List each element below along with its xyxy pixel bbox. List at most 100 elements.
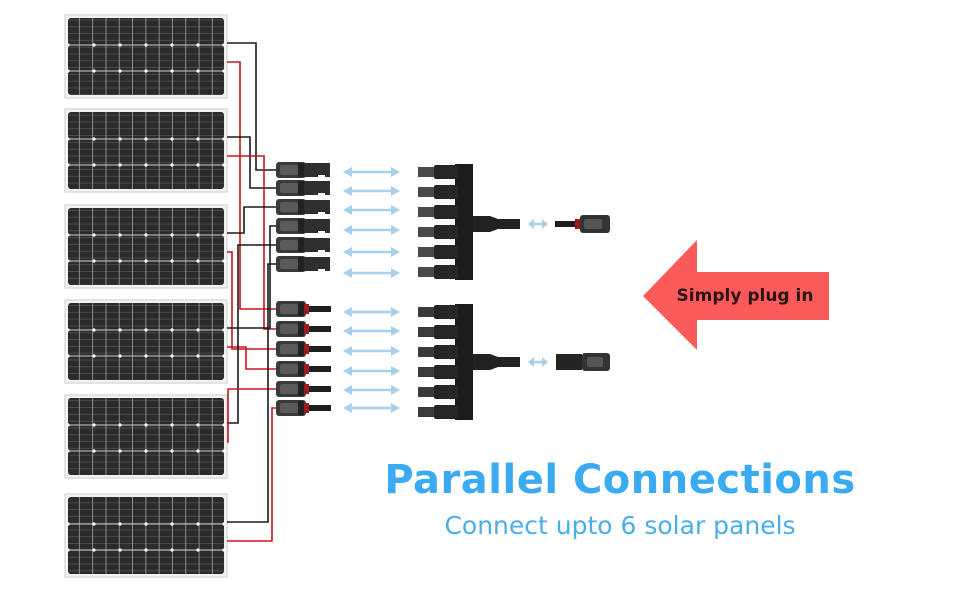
combiner-inlet-tip — [418, 387, 434, 397]
panel-dot — [92, 328, 96, 332]
simply-plug-in-arrow — [643, 240, 829, 350]
connector-grip — [280, 304, 298, 314]
combiner-inlet-body — [434, 265, 458, 279]
panel-dot — [222, 423, 226, 427]
combiner-outlet — [473, 354, 520, 370]
plug-red-ring — [575, 219, 581, 229]
panel-cells — [68, 208, 224, 285]
double-arrow-icon — [343, 186, 400, 196]
connector-socket — [304, 181, 330, 195]
connector-pin — [309, 326, 331, 332]
panel-cells — [68, 18, 224, 95]
combiner-inlet-tip — [418, 347, 434, 357]
connector-collar — [298, 163, 304, 177]
arrow-head-left — [343, 225, 352, 235]
panel-dot — [144, 522, 148, 526]
panel-dot — [144, 259, 148, 263]
panel-dot — [66, 233, 70, 237]
panel-dot — [196, 259, 200, 263]
panel-dot — [196, 328, 200, 332]
connector-collar — [298, 219, 304, 233]
double-arrow-icon — [343, 205, 400, 215]
connector-latch — [318, 250, 325, 254]
panel-dot — [222, 137, 226, 141]
connector-red-ring — [304, 403, 309, 413]
arrow-head-left — [343, 268, 352, 278]
negative-wire — [227, 225, 280, 329]
negative-output-plug — [555, 215, 610, 233]
page-title: Parallel Connections — [384, 457, 856, 503]
combiner-inlet-tip — [418, 207, 434, 217]
solar-panel — [64, 394, 228, 479]
positive-mc4-connector — [276, 301, 331, 317]
panel-dot — [222, 43, 226, 47]
combiner-inlet-body — [434, 365, 458, 379]
combiner-inlet-body — [434, 245, 458, 259]
combiner-inlet-body — [434, 225, 458, 239]
panel-dot — [144, 233, 148, 237]
panel-dot — [196, 522, 200, 526]
connector-red-ring — [304, 324, 309, 334]
connector-grip — [280, 165, 298, 175]
panel-dot — [170, 354, 174, 358]
double-arrow-icon — [343, 247, 400, 257]
connector-collar — [298, 302, 304, 316]
panel-dot — [196, 354, 200, 358]
connector-collar — [298, 181, 304, 195]
connector-grip — [280, 183, 298, 193]
combiner-inlet-tip — [418, 367, 434, 377]
negative-6to1-branch — [418, 164, 520, 280]
arrow-head-left — [528, 357, 534, 367]
panel-dot — [196, 163, 200, 167]
connector-pin — [309, 405, 331, 411]
negative-wire — [227, 136, 280, 189]
arrow-head-left — [343, 307, 352, 317]
panel-dot — [118, 522, 122, 526]
panel-dot — [144, 548, 148, 552]
negative-mc4-connector — [276, 180, 330, 197]
arrow-head-right — [391, 326, 400, 336]
panel-dot — [196, 449, 200, 453]
connector-socket — [304, 238, 330, 252]
panel-dot — [92, 259, 96, 263]
panel-cells — [68, 398, 224, 475]
panel-dot — [66, 163, 70, 167]
combiner-inlet-body — [434, 385, 458, 399]
panel-dot — [144, 69, 148, 73]
positive-wire — [227, 251, 280, 350]
double-arrow-icon — [343, 307, 400, 317]
connector-collar — [298, 322, 304, 336]
arrow-head-right — [391, 366, 400, 376]
panel-dot — [66, 354, 70, 358]
arrow-head-left — [528, 219, 534, 229]
combiner-inlet-tip — [418, 327, 434, 337]
double-arrow-icon — [528, 357, 548, 367]
panel-dot — [170, 423, 174, 427]
panel-dot — [66, 43, 70, 47]
panel-dot — [118, 423, 122, 427]
arrow-head-left — [343, 346, 352, 356]
combiner-inlet-body — [434, 165, 458, 179]
connector-collar — [298, 382, 304, 396]
panel-dot — [92, 522, 96, 526]
solar-panel — [64, 299, 228, 384]
arrow-head-right — [391, 205, 400, 215]
combiner-inlet-tip — [418, 267, 434, 277]
connector-grip — [280, 202, 298, 212]
connector-latch — [318, 175, 325, 179]
panel-dot — [222, 354, 226, 358]
negative-mc4-connector — [276, 237, 330, 254]
combiner-inlet-body — [434, 405, 458, 419]
positive-wire — [227, 61, 280, 310]
double-arrow-icon — [528, 219, 548, 229]
panel-dot — [92, 69, 96, 73]
panel-dot — [92, 43, 96, 47]
plug-grip — [584, 219, 602, 229]
combiner-inlet-tip — [418, 227, 434, 237]
connector-socket — [304, 257, 330, 271]
positive-mc4-connector — [276, 361, 331, 377]
arrow-head-right — [391, 186, 400, 196]
panel-dot — [144, 423, 148, 427]
connector-grip — [280, 240, 298, 250]
panel-dot — [66, 328, 70, 332]
